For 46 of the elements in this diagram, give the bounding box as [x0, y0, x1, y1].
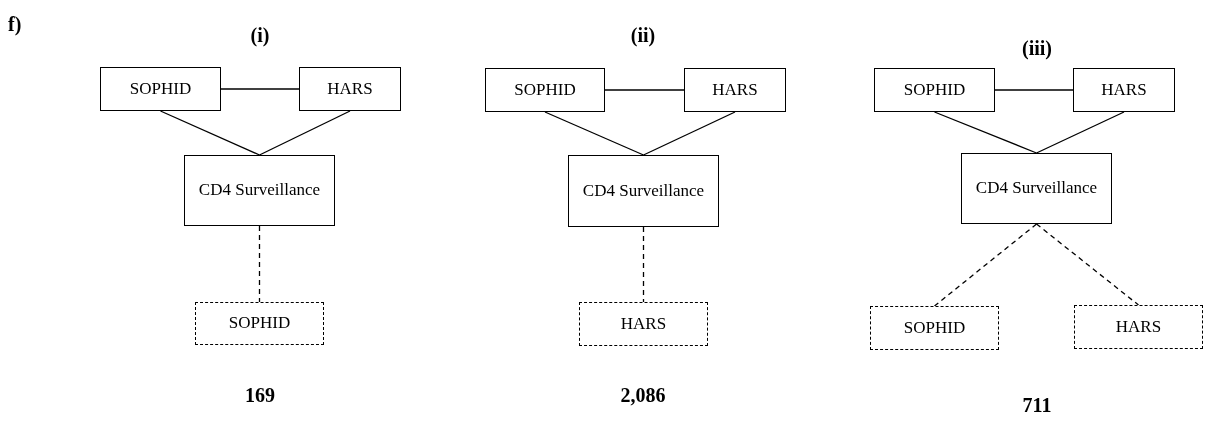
connector-line: [933, 111, 1038, 154]
dashed-box: [579, 302, 708, 346]
panel-number: (i): [250, 24, 270, 47]
connector-line: [159, 110, 261, 156]
box-label: CD4 Surveillance: [975, 178, 1098, 199]
connector-line: [994, 89, 1074, 91]
box-label: CD4 Surveillance: [198, 180, 321, 201]
process-box: [100, 67, 221, 111]
box-label: SOPHID: [903, 79, 966, 101]
box-label: SOPHID: [514, 79, 576, 101]
process-box: [184, 155, 335, 226]
box-label: CD4 Surveillance: [582, 180, 705, 202]
box-label: HARS: [1101, 79, 1147, 101]
connector-line: [1035, 111, 1125, 154]
process-box: [299, 67, 401, 111]
count-label: 711: [1022, 394, 1052, 417]
connector-line: [642, 111, 736, 156]
dashed-connector: [258, 225, 261, 303]
connector-line: [220, 88, 300, 90]
box-label: SOPHID: [903, 317, 966, 339]
box-label: HARS: [1115, 316, 1162, 338]
process-box: [874, 68, 995, 112]
connector-line: [258, 110, 351, 156]
dashed-box: [195, 302, 324, 345]
box-label: HARS: [620, 313, 667, 335]
process-box: [485, 68, 605, 112]
process-box: [568, 155, 719, 227]
dashed-box: [1074, 305, 1203, 349]
box-label: HARS: [712, 79, 758, 101]
panel-letter: f): [8, 13, 22, 36]
process-box: [961, 153, 1112, 224]
box-label: HARS: [327, 78, 373, 100]
panel-number: (ii): [630, 24, 656, 47]
dashed-connector: [933, 223, 1038, 307]
dashed-box: [870, 306, 999, 350]
dashed-connector: [642, 226, 645, 303]
dashed-connector: [1035, 223, 1140, 306]
count-label: 169: [245, 384, 275, 407]
connector-line: [604, 89, 685, 91]
process-box: [684, 68, 786, 112]
panel-number: (iii): [1022, 37, 1052, 60]
box-label: SOPHID: [129, 78, 192, 100]
count-label: 2,086: [620, 384, 666, 407]
connector-line: [544, 111, 645, 156]
process-box: [1073, 68, 1175, 112]
box-label: SOPHID: [228, 313, 291, 334]
